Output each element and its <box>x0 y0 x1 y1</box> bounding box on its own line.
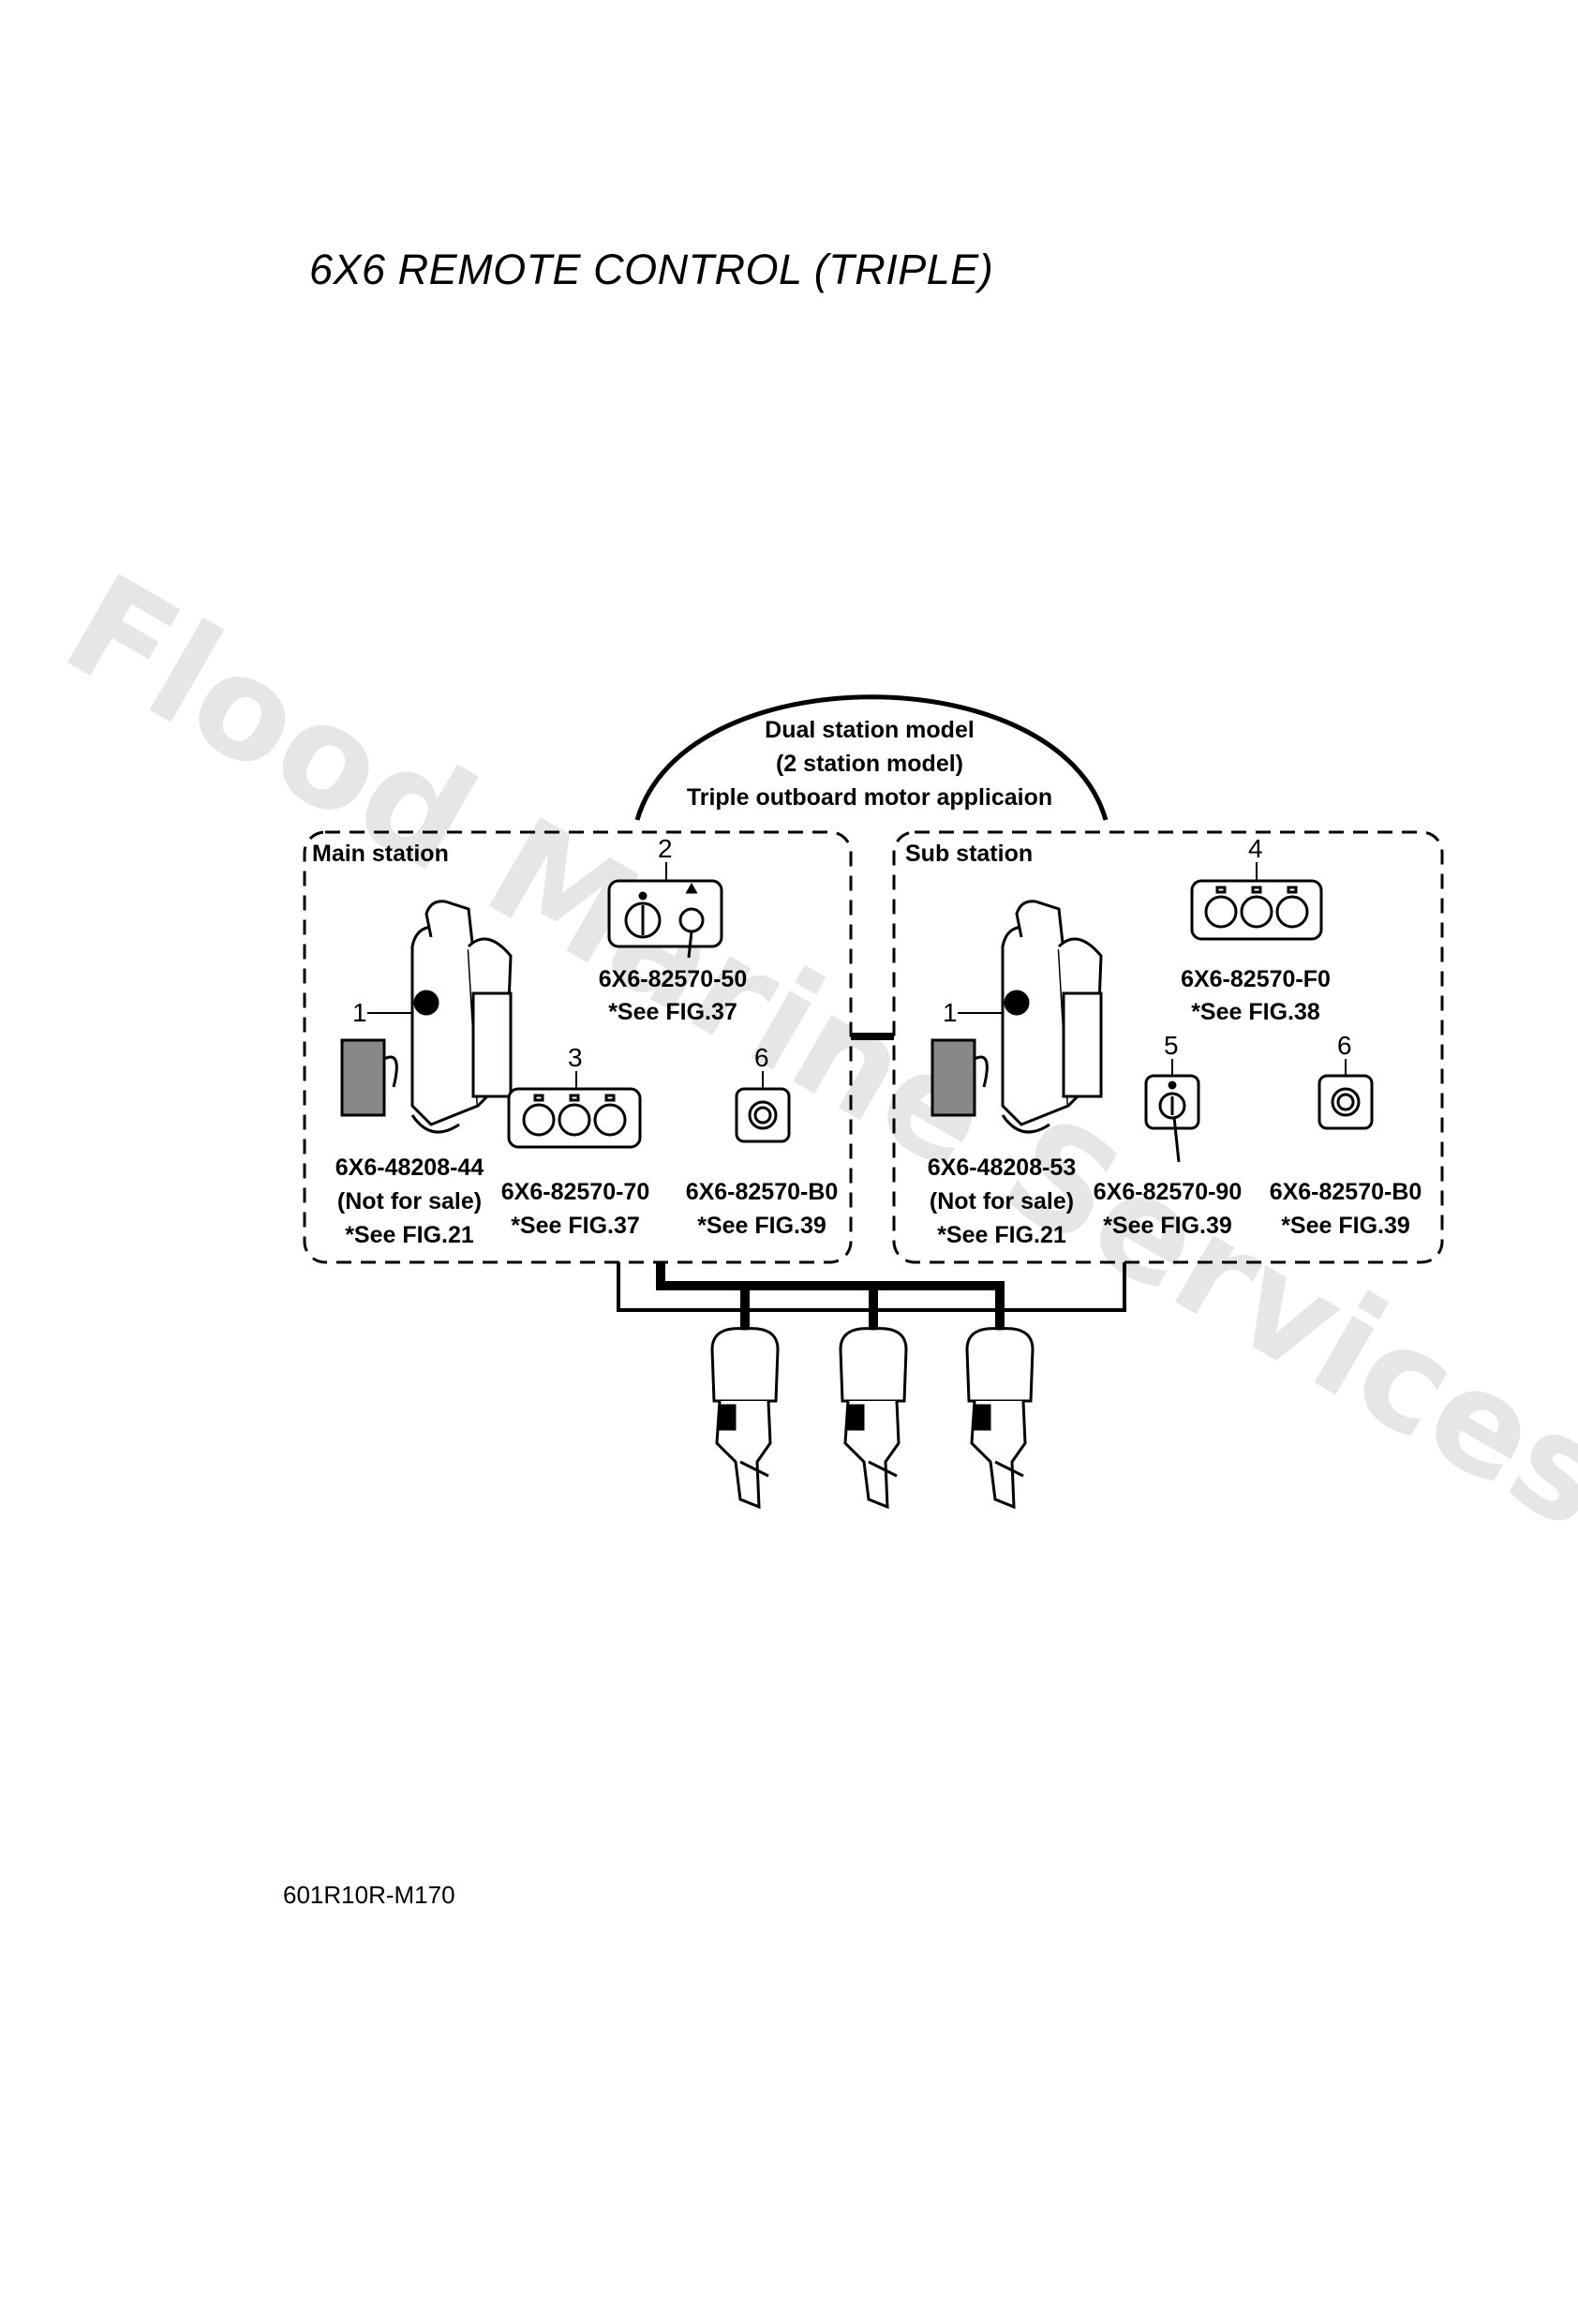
page-title: 6X6 REMOTE CONTROL (TRIPLE) <box>309 246 994 293</box>
arch-label-line-1: Dual station model <box>765 717 975 743</box>
outboard-engine-icon <box>710 1327 780 1510</box>
callout-2: 2 <box>658 834 673 863</box>
key-switch-panel-icon <box>607 879 723 959</box>
part-3-number: 6X6-82570-70 <box>501 1179 649 1205</box>
callout-1-main: 1 <box>352 998 367 1027</box>
arch-line <box>634 694 1109 821</box>
part-6-main-number: 6X6-82570-B0 <box>686 1179 839 1205</box>
callout-3: 3 <box>568 1043 583 1072</box>
part-1-main-ref: *See FIG.21 <box>345 1222 474 1248</box>
sub-station-title: Sub station <box>905 841 1033 867</box>
part-4-ref: *See FIG.38 <box>1191 999 1320 1025</box>
outboard-engine-icon <box>839 1327 908 1510</box>
arch-label-line-2: (2 station model) <box>776 751 963 777</box>
triple-gauge-panel-icon-sub <box>1190 879 1323 941</box>
part-3-ref: *See FIG.37 <box>511 1213 640 1239</box>
part-6-sub-number: 6X6-82570-B0 <box>1270 1179 1422 1205</box>
part-1-sub-ref: *See FIG.21 <box>937 1222 1066 1248</box>
engine-connections <box>617 1262 1126 1335</box>
remote-control-icon-sub <box>930 900 1103 1134</box>
single-switch-icon-sub <box>1317 1074 1374 1130</box>
part-5-ref: *See FIG.39 <box>1103 1213 1232 1239</box>
outboard-engine-icon <box>965 1327 1035 1510</box>
arch-label-line-3: Triple outboard motor applicaion <box>687 784 1052 811</box>
part-1-sub-note: (Not for sale) <box>930 1188 1074 1214</box>
main-station-box <box>303 830 853 1264</box>
part-6-main-ref: *See FIG.39 <box>697 1213 826 1239</box>
callout-4: 4 <box>1248 834 1263 863</box>
part-4-number: 6X6-82570-F0 <box>1181 966 1331 992</box>
callout-5: 5 <box>1164 1031 1179 1060</box>
sub-station-box <box>892 830 1444 1264</box>
part-2-ref: *See FIG.37 <box>608 999 737 1025</box>
part-6-sub-ref: *See FIG.39 <box>1281 1213 1410 1239</box>
remote-control-icon <box>340 900 513 1134</box>
figure-code: 601R10R-M170 <box>283 1881 455 1909</box>
triple-gauge-panel-icon <box>507 1087 642 1149</box>
callout-6-main: 6 <box>754 1043 769 1072</box>
callout-1-sub: 1 <box>943 998 958 1027</box>
callout-6-sub: 6 <box>1337 1031 1352 1060</box>
part-1-main-note: (Not for sale) <box>337 1188 482 1214</box>
main-station-title: Main station <box>312 841 449 867</box>
part-1-sub-number: 6X6-48208-53 <box>928 1155 1076 1181</box>
part-5-number: 6X6-82570-90 <box>1094 1179 1242 1205</box>
part-2-number: 6X6-82570-50 <box>599 966 747 992</box>
single-switch-icon <box>735 1087 791 1143</box>
part-1-main-number: 6X6-48208-44 <box>335 1155 484 1181</box>
